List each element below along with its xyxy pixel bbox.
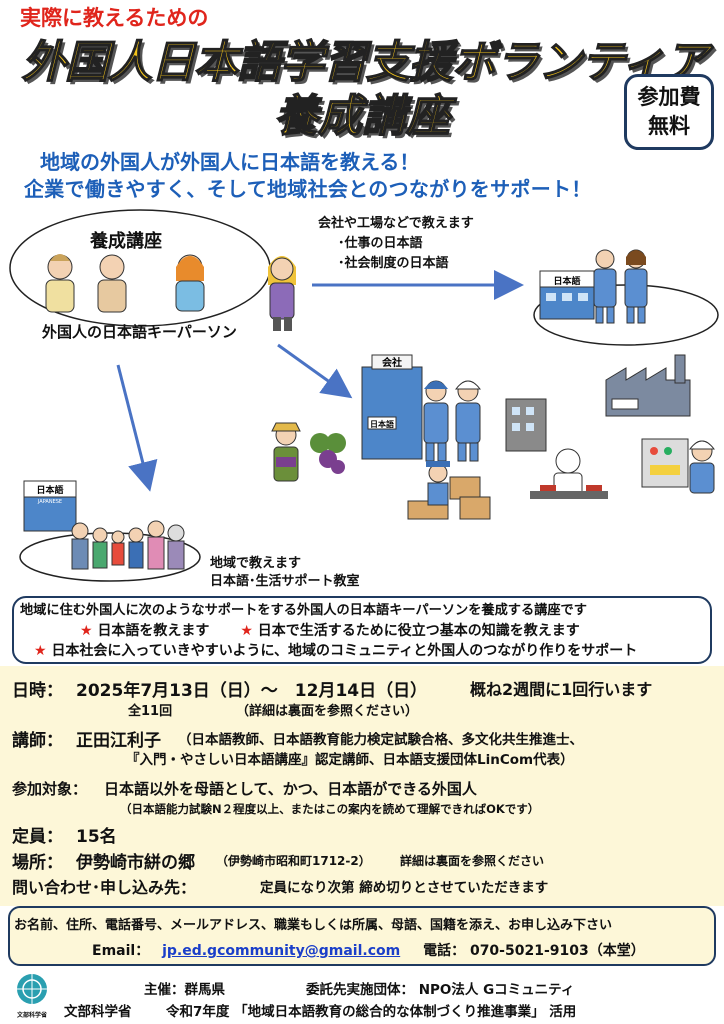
company-nihongo-sign: 日本語 xyxy=(370,419,394,429)
capacity-value: 15名 xyxy=(76,827,117,847)
company-sign: 会社 xyxy=(382,356,402,369)
venue-note: 詳細は裏面を参照ください xyxy=(400,854,545,868)
trainee-figure-1 xyxy=(45,254,75,313)
session-count: 全11回 xyxy=(128,704,173,719)
inquiry-label: 問い合わせ･申し込み先： xyxy=(12,878,197,897)
diagram-illustration: 日本語 会社 日本語 xyxy=(9,209,719,582)
lecturer-label: 講師： xyxy=(12,731,63,751)
date-frequency: 概ね2週間に1回行います xyxy=(470,680,653,699)
kicker-text: 実際に教えるための xyxy=(20,6,209,30)
ministry-logo-text: 文部科学省 xyxy=(16,1012,47,1019)
keyperson-label: 外国人の日本語キーパーソン xyxy=(42,323,237,341)
hardhat-worker-1 xyxy=(423,380,449,462)
venue-label: 場所： xyxy=(12,853,63,873)
email-label: Email： xyxy=(92,943,150,959)
ministry-logo-icon xyxy=(17,974,47,1004)
contact-box: お名前、住所、電話番号、メールアドレス、職業もしくは所属、母語、国籍を添え、お申… xyxy=(8,906,716,966)
worker-figure-2 xyxy=(624,249,648,324)
capacity-label: 定員： xyxy=(12,827,63,847)
community-label-1: 地域で教えます xyxy=(210,556,302,571)
session-note: （詳細は裏面を参照ください） xyxy=(236,704,419,719)
phone-value: 070-5021-9103（本堂） xyxy=(469,943,645,959)
venue-value: 伊勢崎市絣の郷 xyxy=(76,853,195,873)
venue-address: （伊勢崎市昭和町1712-2） xyxy=(216,854,371,868)
hardhat-worker-2 xyxy=(454,380,482,462)
contractor-organization: 委託先実施団体： NPO法人 Gコミュニティ xyxy=(306,982,575,998)
summary-item-2: 日本で生活するために役立つ基本の知識を教えます xyxy=(257,623,580,639)
farmer-figure xyxy=(271,422,301,482)
summary-item-3: 日本社会に入っていきやすいように、地域のコミュニティと外国人のつながり作りをサポ… xyxy=(51,643,638,659)
small-office-building xyxy=(505,398,547,452)
community-people xyxy=(71,520,185,570)
program-name: 令和7年度 「地域日本語教育の総合的な体制づくり推進事業」 活用 xyxy=(166,1004,577,1020)
boxes-worker xyxy=(407,461,491,520)
inquiry-note: 定員になり次第 締め切りとさせていただきます xyxy=(260,880,549,896)
target-note: （日本語能力試験N２程度以上、またはこの案内を読めて理解できればOKです） xyxy=(120,802,540,816)
company-building: 会社 日本語 xyxy=(361,354,423,460)
course-label: 養成講座 xyxy=(90,231,162,252)
summary-box: 地域に住む外国人に次のようなサポートをする外国人の日本語キーパーソンを養成する講… xyxy=(12,596,712,664)
tagline-1: 地域の外国人が外国人に日本語を教える！ xyxy=(40,150,420,174)
title-line-2: 養成講座 xyxy=(273,90,451,143)
tagline-2: 企業で働きやすく、そして地域社会とのつながりをサポート！ xyxy=(24,177,592,201)
diagram: 日本語 会社 日本語 xyxy=(0,205,724,590)
date-value: 2025年7月13日（日）～ 12月14日（日） xyxy=(76,681,428,701)
target-value: 日本語以外を母語として、かつ、日本語ができる外国人 xyxy=(104,780,477,798)
office-building: 日本語 xyxy=(539,270,595,320)
company-item-1: ･仕事の日本語 xyxy=(338,236,423,251)
application-instruction: お名前、住所、電話番号、メールアドレス、職業もしくは所属、母語、国籍を添え、お申… xyxy=(14,918,613,933)
arrow-to-factory xyxy=(277,343,353,399)
footer: 文部科学省 主催：群馬県 委託先実施団体： NPO法人 Gコミュニティ 文部科学… xyxy=(0,972,724,1024)
summary-line: 地域に住む外国人に次のようなサポートをする外国人の日本語キーパーソンを養成する講… xyxy=(20,603,587,618)
details-section: 日時： 2025年7月13日（日）～ 12月14日（日） 概ね2週間に1回行いま… xyxy=(0,666,724,906)
lecturer-name: 正田江利子 xyxy=(76,731,161,751)
title-line-1: 外国人日本語学習支援ボランティア xyxy=(21,36,709,89)
keyperson-figure xyxy=(268,256,296,331)
control-panel-worker xyxy=(641,438,716,494)
factory-building xyxy=(605,354,691,417)
email-link[interactable]: jp.ed.gcommunity@gmail.com xyxy=(162,943,401,959)
ministry-name: 文部科学省 xyxy=(64,1004,132,1020)
community-sign: 日本語 xyxy=(36,484,63,496)
worker-figure-1 xyxy=(593,249,617,324)
trainee-figure-2 xyxy=(97,254,127,313)
food-factory-worker xyxy=(530,448,608,499)
lecturer-description-2: 『入門・やさしい日本語講座』認定講師、日本語支援団体LinCom代表） xyxy=(126,752,574,768)
arrow-to-community xyxy=(116,364,158,492)
lecturer-description-1: （日本語教師、日本語教育能力検定試験合格、多文化共生推進士、 xyxy=(178,732,583,748)
phone-label: 電話： xyxy=(423,943,466,959)
star-icon: ★ xyxy=(34,643,47,659)
trainee-figure-3 xyxy=(175,254,205,312)
summary-items-row-2: ★ 日本社会に入っていきやすいように、地域のコミュニティと外国人のつながり作りを… xyxy=(20,641,704,661)
grape-vine xyxy=(310,433,346,474)
summary-items-row-1: ★ 日本語を教えます ★ 日本で生活するために役立つ基本の知識を教えます xyxy=(20,621,704,641)
star-icon: ★ xyxy=(240,623,253,639)
target-label: 参加対象： xyxy=(12,780,88,798)
host-organizer: 主催：群馬県 xyxy=(144,982,225,998)
fee-value: 無料 xyxy=(648,114,690,138)
ministry-logo: 文部科学省 xyxy=(10,972,54,1019)
free-fee-badge: 参加費 無料 xyxy=(624,74,714,150)
summary-item-1: 日本語を教えます xyxy=(97,623,210,639)
fee-label: 参加費 xyxy=(637,85,701,109)
community-sign-en: JAPANESE xyxy=(37,499,62,505)
star-icon: ★ xyxy=(80,623,93,639)
company-item-2: ･社会制度の日本語 xyxy=(338,256,449,271)
email-row: Email： jp.ed.gcommunity@gmail.com 電話： 07… xyxy=(92,940,645,960)
community-building: 日本語 JAPANESE xyxy=(23,480,77,532)
community-label-2: 日本語･生活サポート教室 xyxy=(210,574,360,589)
office-sign: 日本語 xyxy=(553,275,580,287)
company-heading: 会社や工場などで教えます xyxy=(318,216,474,231)
community-ellipse xyxy=(19,532,201,582)
date-label: 日時： xyxy=(12,681,63,701)
